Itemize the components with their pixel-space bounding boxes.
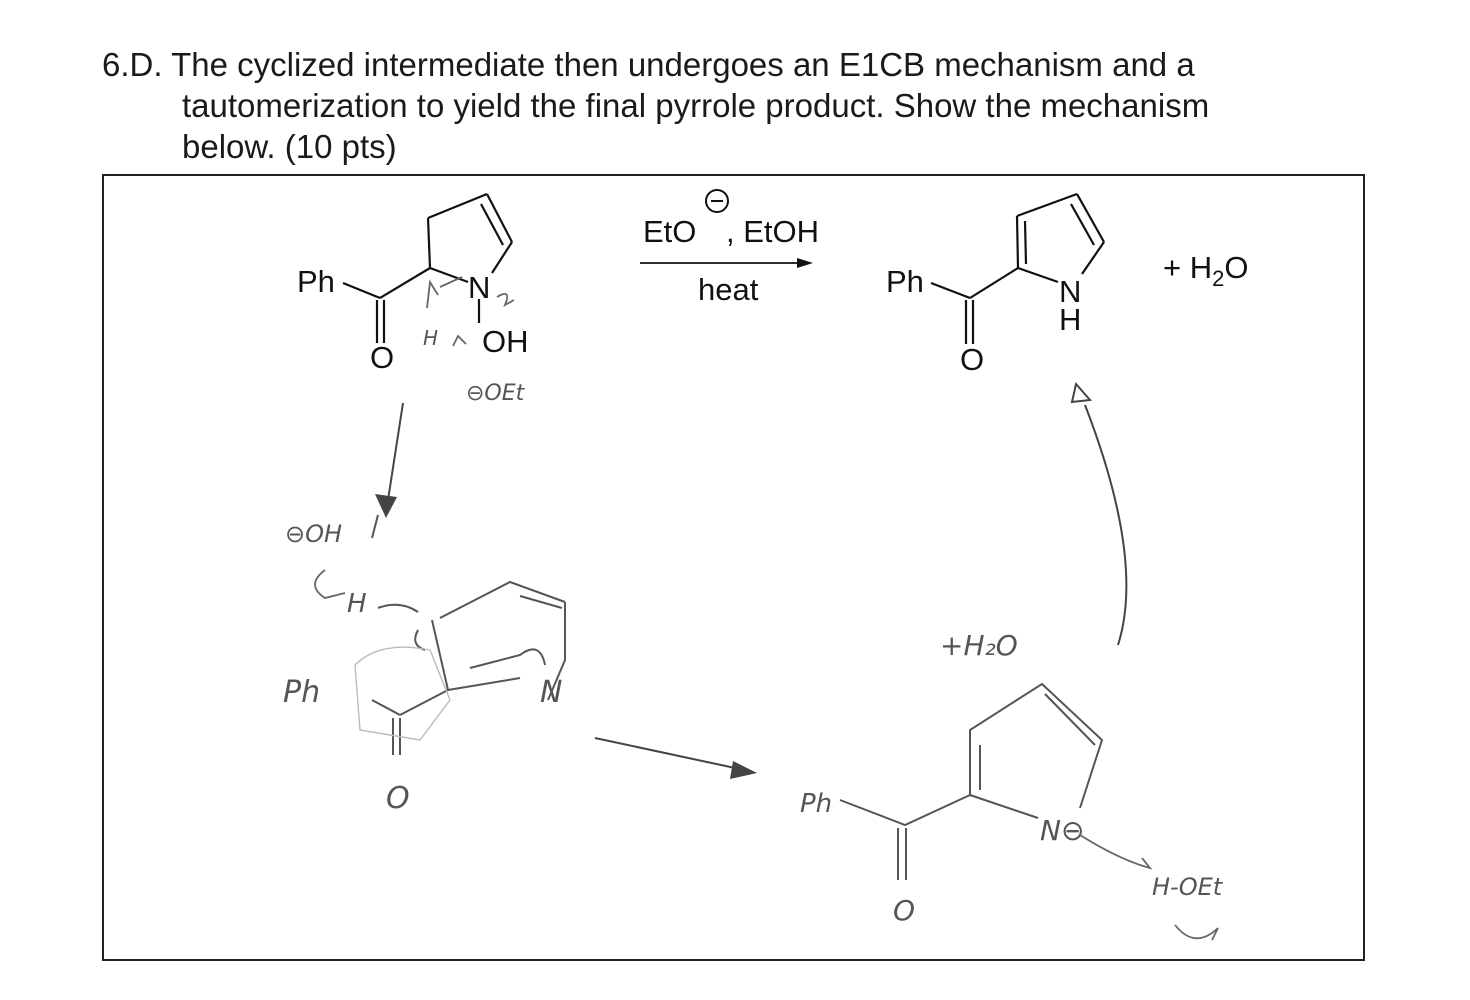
hand-curved-arrow-2 xyxy=(1079,834,1153,870)
hand-h-label: H xyxy=(423,326,438,350)
right-arrow-icon xyxy=(730,761,757,779)
hand-plus-water: +H₂O xyxy=(940,629,1018,662)
start-oh-label: OH xyxy=(482,324,529,359)
hand-hydroxide: ⊖OH xyxy=(285,520,342,548)
reaction-arrow-head-icon xyxy=(797,258,813,268)
hand-hoet: H-OEt xyxy=(1152,873,1224,901)
question-line-1: 6.D. The cyclized intermediate then unde… xyxy=(102,46,1195,83)
hand-o-inter: O xyxy=(386,781,410,816)
intermediate-ring xyxy=(371,580,566,755)
hand-curved-arrow-3 xyxy=(1174,924,1219,941)
product-h-label: H xyxy=(1059,302,1081,337)
negative-charge-icon xyxy=(705,189,729,213)
reagent-ethoxide: EtO xyxy=(643,214,696,249)
pyrrole-product xyxy=(930,192,1105,344)
answer-box[interactable] xyxy=(102,174,1365,961)
hand-ph-inter: Ph xyxy=(283,675,320,710)
byproduct-water: + H2O xyxy=(1163,250,1248,291)
start-curved-arrows xyxy=(426,276,515,347)
hand-n-inter: N xyxy=(540,675,562,710)
start-ph-label: Ph xyxy=(297,264,335,299)
starting-material xyxy=(342,192,513,343)
question-text: 6.D. The cyclized intermediate then unde… xyxy=(102,44,1362,167)
hand-h-inter: H xyxy=(347,589,367,619)
condition-heat: heat xyxy=(698,272,759,307)
hand-curved-arrow-1 xyxy=(314,569,346,599)
up-arrow-icon xyxy=(1070,381,1093,404)
hand-n-anion: N⊖ xyxy=(1040,814,1084,847)
hand-o-anion: O xyxy=(893,894,915,927)
hand-ph-anion: Ph xyxy=(800,789,832,819)
question-line-3: below. (10 pts) xyxy=(182,128,397,165)
start-o-label: O xyxy=(370,340,394,375)
question-line-2: tautomerization to yield the final pyrro… xyxy=(182,87,1210,124)
product-o-label: O xyxy=(960,342,984,377)
product-n-label: N xyxy=(1059,274,1081,309)
start-n-label: N xyxy=(468,270,490,305)
anion-ring xyxy=(839,682,1104,880)
reagent-ethanol: , EtOH xyxy=(726,214,819,249)
down-arrow-icon xyxy=(375,494,397,518)
hand-ethoxide: ⊖OEt xyxy=(466,381,526,406)
product-ph-label: Ph xyxy=(886,264,924,299)
